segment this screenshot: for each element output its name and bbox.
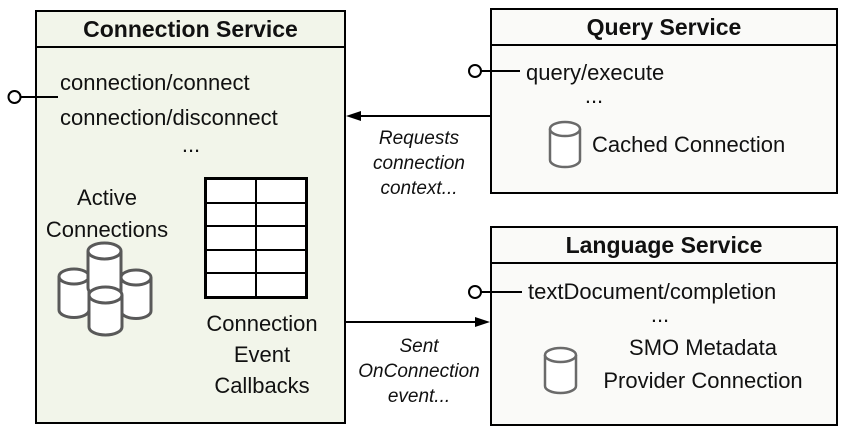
method-connection-disconnect: connection/disconnect: [60, 105, 278, 130]
cached-connection-label: Cached Connection: [592, 132, 786, 157]
language-service-box: Language Service textDocument/completion…: [490, 226, 838, 426]
sent-label-line3: event...: [387, 386, 451, 407]
connection-service-box: Connection Service connection/connect co…: [35, 10, 346, 424]
table-cell: [256, 202, 306, 227]
requests-connection-arrow: [346, 111, 490, 121]
callbacks-line2: Event: [233, 342, 291, 367]
table-cell: [206, 273, 256, 297]
methods-ellipsis: ...: [181, 132, 201, 157]
method-connection-connect: connection/connect: [60, 70, 250, 95]
method-query-execute: query/execute: [526, 60, 665, 85]
active-connections-label: Active Connections: [41, 182, 173, 246]
callbacks-line1: Connection: [206, 311, 318, 336]
connection-service-title: Connection Service: [37, 12, 344, 48]
requests-connection-context-label: Requests connection context...: [349, 126, 489, 201]
callbacks-table-icon: [204, 177, 308, 299]
connection-event-callbacks-label: Connection Event Callbacks: [187, 308, 337, 401]
active-connections-line2: Connections: [45, 217, 169, 242]
smo-metadata-provider-label: SMO Metadata Provider Connection: [588, 331, 818, 397]
table-cell: [256, 273, 306, 297]
language-service-title: Language Service: [492, 228, 836, 264]
method-textdocument-completion: textDocument/completion: [528, 279, 777, 304]
table-cell: [206, 249, 256, 274]
language-service-methods: textDocument/completion ...: [528, 278, 792, 327]
table-cell: [256, 226, 306, 250]
table-cell: [206, 226, 256, 250]
table-cell: [256, 179, 306, 203]
methods-ellipsis: ...: [650, 302, 670, 327]
sent-onconnection-event-label: Sent OnConnection event...: [349, 334, 489, 409]
smo-line1: SMO Metadata: [629, 335, 777, 360]
smo-line2: Provider Connection: [603, 368, 803, 393]
table-cell: [206, 202, 256, 227]
sent-label-line1: Sent: [399, 336, 439, 357]
methods-ellipsis: ...: [584, 83, 604, 108]
requests-label-line2: connection: [373, 153, 465, 174]
callbacks-line3: Callbacks: [214, 373, 310, 398]
sent-label-line2: OnConnection: [358, 361, 480, 382]
table-cell: [206, 179, 256, 203]
requests-label-line1: Requests: [378, 128, 460, 149]
onconnection-event-arrow: [346, 317, 490, 327]
table-cell: [256, 249, 306, 274]
query-service-box: Query Service query/execute ... Cached C…: [490, 8, 838, 194]
requests-label-line3: context...: [380, 178, 458, 199]
active-connections-line1: Active: [77, 185, 137, 210]
connection-service-methods: connection/connect connection/disconnect…: [60, 65, 322, 157]
query-service-title: Query Service: [492, 10, 836, 46]
query-service-methods: query/execute ...: [526, 59, 665, 108]
